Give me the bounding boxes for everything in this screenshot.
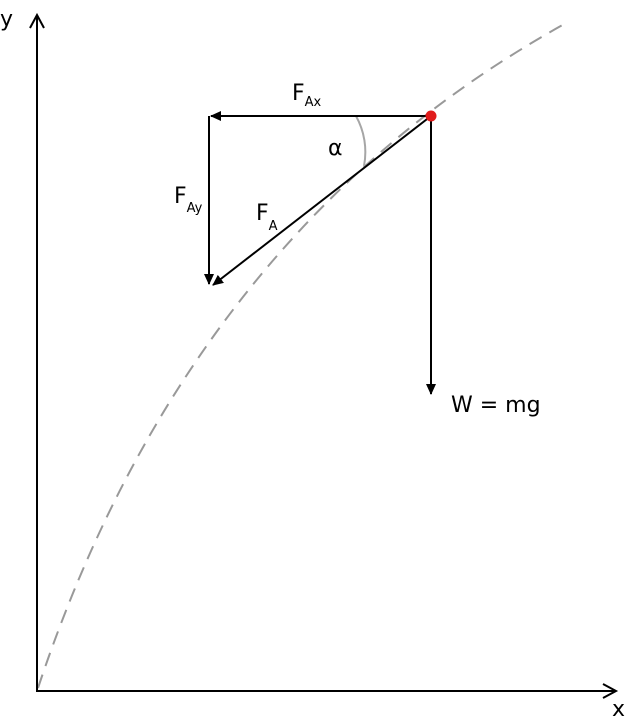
- y-axis-label: y: [0, 7, 13, 32]
- y-axis-arrowhead: [29, 12, 45, 29]
- fax-label-sub: Ax: [305, 95, 322, 110]
- x-axis-arrowhead: [602, 683, 619, 699]
- x-axis-label: x: [612, 697, 625, 722]
- fa-label: FA: [256, 201, 278, 234]
- fay-label-sub: Ay: [187, 201, 203, 216]
- object-point: [425, 110, 437, 122]
- fa-vector: [212, 115, 432, 286]
- trajectory-curve: [37, 21, 569, 689]
- fa-label-sub: A: [269, 219, 278, 234]
- fay-label: FAy: [174, 184, 203, 216]
- fa-label-main: F: [256, 201, 269, 226]
- fax-label: FAx: [292, 81, 322, 110]
- angle-arc: [355, 115, 367, 167]
- weight-label: W = mg: [451, 393, 541, 418]
- fax-label-main: F: [292, 81, 305, 106]
- angle-alpha-label: α: [328, 136, 343, 161]
- fay-label-main: F: [174, 184, 187, 209]
